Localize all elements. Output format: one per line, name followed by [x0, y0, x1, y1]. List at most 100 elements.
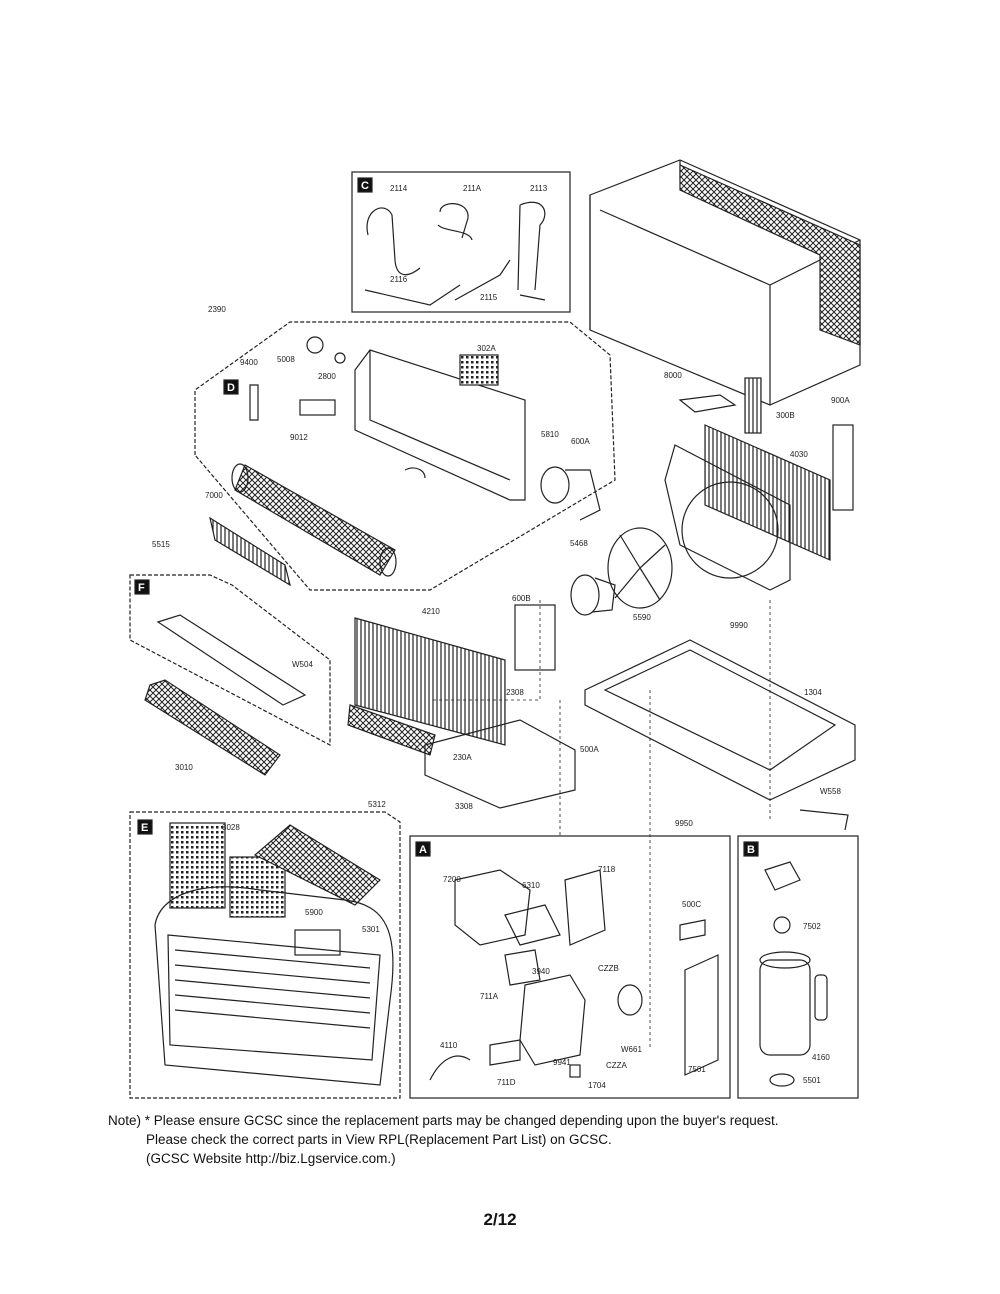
section-label-c: C	[361, 180, 369, 192]
fan-shroud	[664, 444, 791, 591]
part-label: 5501	[803, 1076, 821, 1085]
valve-B	[764, 861, 801, 891]
section-e-frame	[129, 811, 401, 1099]
board-711A	[504, 949, 541, 986]
part-label: 6310	[522, 881, 540, 890]
part-label: 5301	[362, 925, 380, 934]
part-label: 9990	[730, 621, 748, 630]
exploded-parts-diagram: C D F E A B 2114 211A 2113 2116 2115 239…	[129, 159, 861, 1099]
tube-W558	[799, 809, 849, 831]
drain-pan	[347, 704, 436, 756]
note-line-2: Please check the correct parts in View R…	[146, 1132, 612, 1147]
part-label: 2114	[390, 184, 408, 193]
part-label: 5312	[368, 800, 386, 809]
part-label: 7118	[598, 865, 616, 874]
part-label: W661	[621, 1045, 642, 1054]
section-e-tag	[137, 819, 153, 835]
part-900A	[832, 424, 854, 511]
panel-5900	[294, 929, 341, 956]
compressor	[759, 951, 828, 1056]
part-label: W558	[820, 787, 841, 796]
part-label: 5590	[633, 613, 651, 622]
part-label: 2308	[506, 688, 524, 697]
part-label: 3308	[455, 802, 473, 811]
part-label: 5515	[152, 540, 170, 549]
evaporator-coil	[354, 617, 506, 746]
part-label: 300B	[776, 411, 795, 420]
louver-7000	[209, 516, 291, 587]
part-label: 2115	[480, 293, 498, 302]
propeller-fan	[607, 527, 673, 609]
part-label: 7000	[205, 491, 223, 500]
bracket-8000	[678, 394, 737, 413]
filter-left	[169, 822, 226, 909]
section-label-f: F	[138, 582, 145, 594]
section-label-e: E	[141, 822, 148, 834]
part-label: 230A	[453, 753, 472, 762]
wall-sleeve	[589, 159, 861, 406]
page-number: 2/12	[483, 1210, 517, 1229]
bracket-3940	[519, 974, 586, 1066]
part-label: 2113	[530, 184, 548, 193]
capacitor-CZZB	[617, 984, 643, 1016]
fan-motor	[570, 574, 616, 616]
part-7502	[773, 916, 791, 934]
section-d-frame	[194, 321, 616, 591]
board-711D	[489, 1039, 521, 1066]
section-b-box	[737, 835, 859, 1099]
part-label: 7200	[443, 875, 461, 884]
pcb-7118	[564, 869, 606, 946]
part-label: 8000	[664, 371, 682, 380]
part-1704	[569, 1064, 581, 1078]
part-label: 9400	[240, 358, 258, 367]
part-label: 1704	[588, 1081, 606, 1090]
part-5501	[769, 1073, 795, 1087]
control-panel-7200	[454, 869, 531, 946]
cross-flow-fan	[231, 463, 397, 577]
part-label: 9950	[675, 819, 693, 828]
section-d-tag	[223, 379, 239, 395]
part-label: 900A	[831, 396, 850, 405]
part-label: 600B	[512, 594, 531, 603]
part-label: 711A	[480, 992, 499, 1001]
part-label: CZZA	[606, 1061, 628, 1070]
part-label: 5468	[570, 539, 588, 548]
board-6310	[504, 904, 561, 946]
part-label: 2800	[318, 372, 336, 381]
part-label: 3010	[175, 763, 193, 772]
part-label: 1304	[804, 688, 822, 697]
part-label: 5008	[277, 355, 295, 364]
section-a-tag	[415, 841, 431, 857]
part-label: 211A	[463, 184, 482, 193]
part-label: 7502	[803, 922, 821, 931]
part-label: 4110	[440, 1041, 458, 1050]
part-label: 4210	[422, 607, 440, 616]
part-label: 7501	[688, 1065, 706, 1074]
part-label: 711D	[497, 1078, 516, 1087]
part-label: 2390	[208, 305, 226, 314]
part-label: 5900	[305, 908, 323, 917]
part-600B	[514, 604, 556, 671]
section-label-d: D	[227, 382, 235, 394]
condenser-coil	[704, 424, 831, 561]
part-label: 302A	[477, 344, 496, 353]
section-f-tag	[134, 579, 150, 595]
tray-3308	[424, 719, 576, 809]
bearing-5008	[306, 336, 324, 354]
section-c-box	[351, 171, 571, 313]
note-line-1: Note) * Please ensure GCSC since the rep…	[108, 1113, 779, 1128]
part-label: 9941	[553, 1058, 571, 1067]
note-line-3: (GCSC Website http://biz.Lgservice.com.)	[146, 1151, 396, 1166]
base-pan	[584, 639, 856, 801]
part-label: 500A	[580, 745, 599, 754]
part-label: CZZB	[598, 964, 619, 973]
louver-bar	[156, 614, 307, 706]
part-label: 500C	[682, 900, 701, 909]
section-a-box	[409, 835, 731, 1099]
part-label: 9012	[290, 433, 308, 442]
blower-housing	[299, 349, 526, 501]
part-label: 4160	[812, 1053, 830, 1062]
cord-4110	[429, 1055, 471, 1081]
rear-grille	[679, 164, 861, 346]
section-label-a: A	[419, 844, 427, 856]
